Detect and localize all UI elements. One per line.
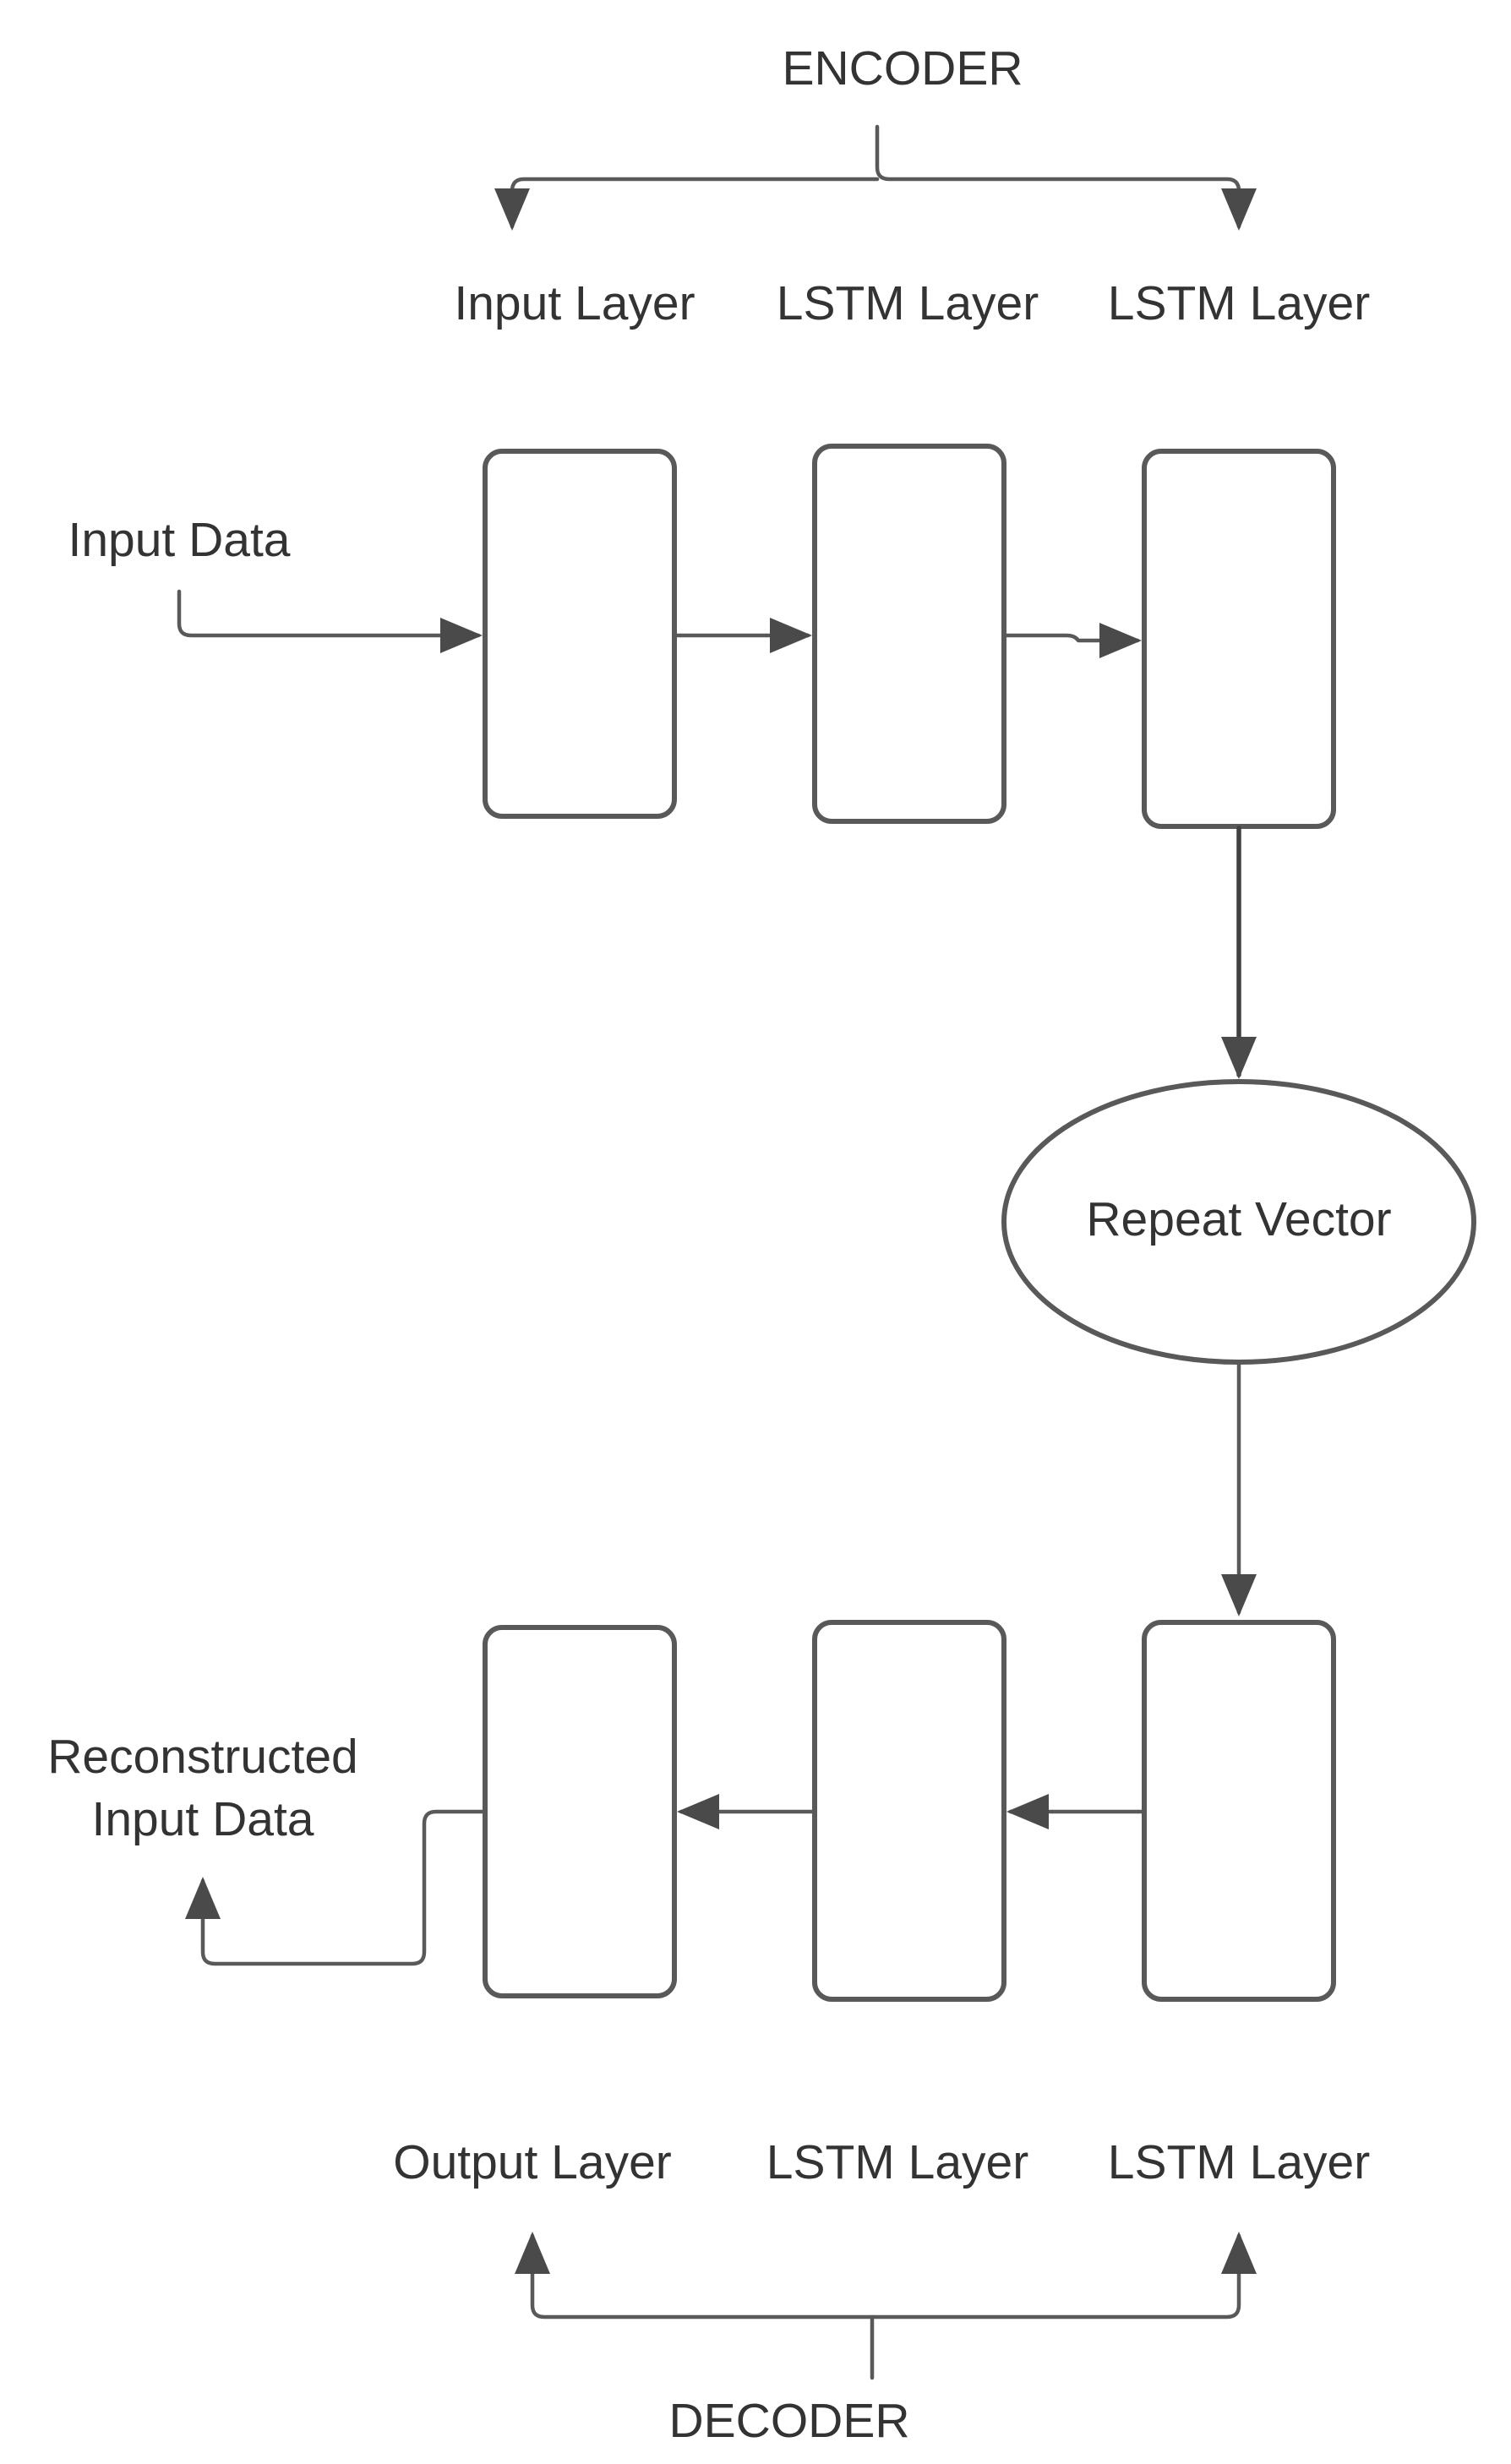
decoder-lstm-layer-2-label: LSTM Layer (1108, 2135, 1370, 2189)
decoder-lstm-layer-1-block (812, 1620, 1006, 2002)
encoder-bracket-left-connector (494, 177, 880, 231)
encoder-lstm-layer-2-label: LSTM Layer (1108, 276, 1370, 330)
decoder-output-layer-block (483, 1625, 677, 1998)
repeat-vector-label: Repeat Vector (1086, 1192, 1391, 1246)
decoder-lstm-layer-2-block (1142, 1620, 1336, 2002)
encoder-input-layer-block (483, 449, 677, 819)
encoder-title: ENCODER (782, 41, 1023, 95)
reconstructed-output-arrow (185, 1809, 486, 1966)
reconstructed-label-line-1: Reconstructed (47, 1730, 358, 1784)
encoder-arrow-2 (1003, 623, 1142, 658)
decoder-title: DECODER (668, 2394, 909, 2448)
input-data-label: Input Data (68, 513, 290, 567)
decoder-bracket-connector (870, 2236, 1239, 2380)
encoder-bracket-connector (875, 124, 1257, 231)
input-data-arrow (177, 589, 483, 653)
reconstructed-label-line-2: Input Data (91, 1792, 314, 1846)
encoder-input-layer-label: Input Layer (454, 276, 695, 330)
decoder-bracket-left-connector (515, 2232, 875, 2320)
decoder-lstm-layer-1-label: LSTM Layer (766, 2135, 1028, 2189)
encoder-lstm-layer-1-label: LSTM Layer (777, 276, 1039, 330)
encoder-lstm-layer-1-block (812, 444, 1006, 824)
decoder-output-layer-label: Output Layer (393, 2135, 672, 2189)
encoder-lstm-layer-2-block (1142, 449, 1336, 829)
